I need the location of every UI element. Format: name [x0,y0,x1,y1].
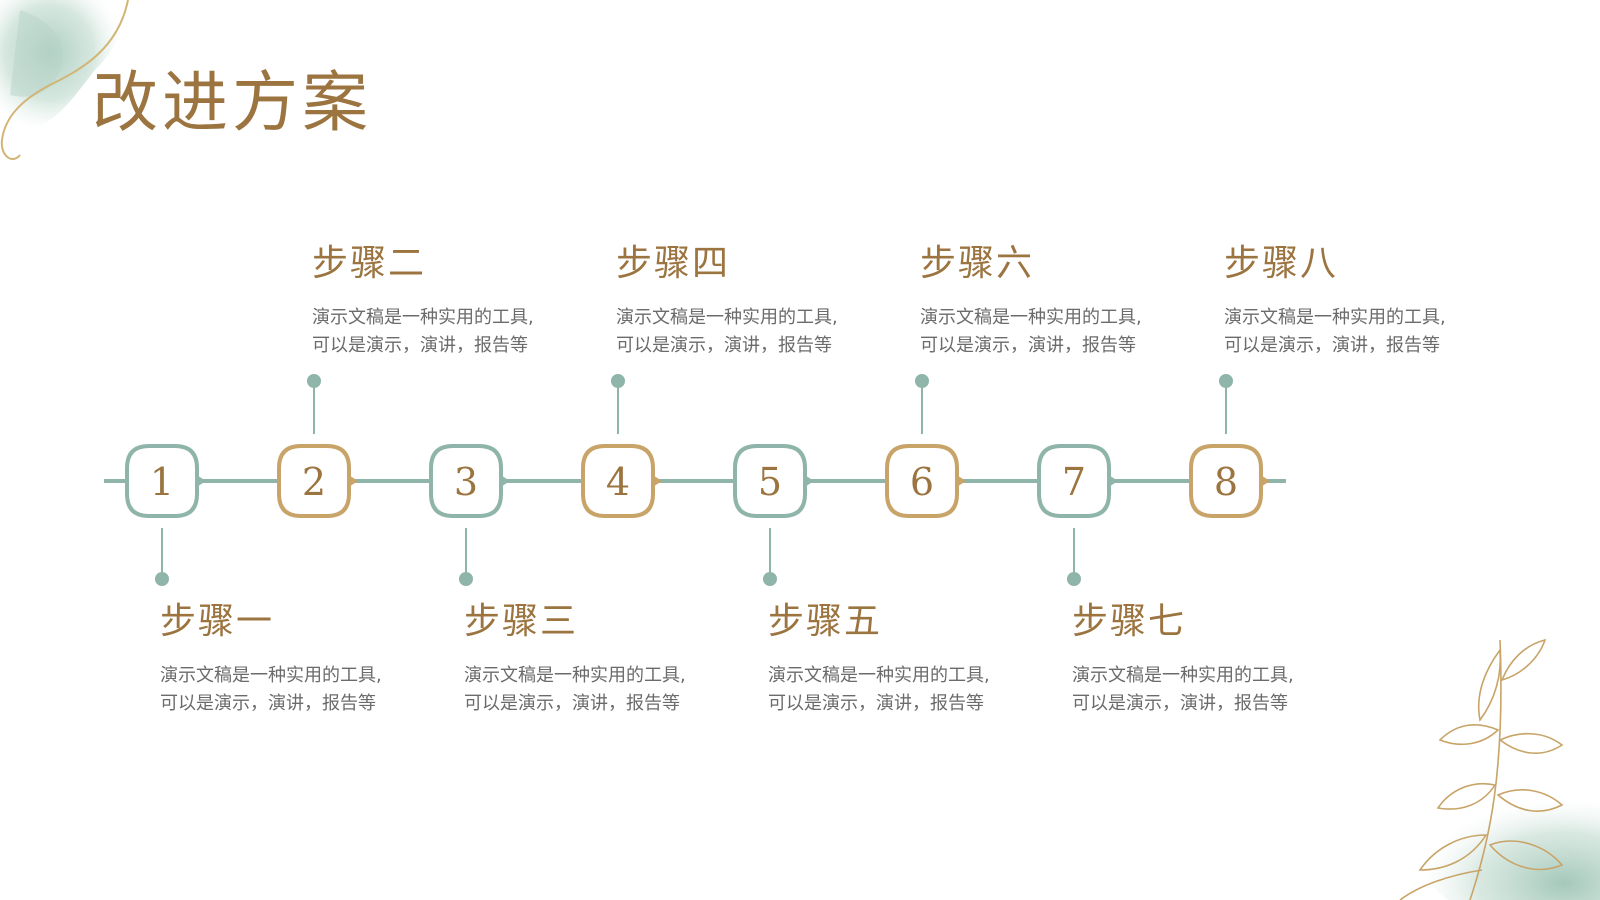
step-title: 步骤四 [616,243,731,284]
step-node-2: 2 [277,374,358,518]
step-node-8: 8 [1189,374,1270,518]
step-dot [915,374,929,388]
step-title: 步骤五 [768,601,883,642]
page-title: 改进方案 [92,64,372,141]
step-description-line: 可以是演示，演讲，报告等 [1224,335,1440,356]
step-description: 演示文稿是一种实用的工具, 可以是演示，演讲，报告等 [160,662,440,718]
step-node-5: 5 [733,444,814,586]
step-description: 演示文稿是一种实用的工具, 可以是演示，演讲，报告等 [768,662,1048,718]
step-dot [459,572,473,586]
step-node-6: 6 [885,374,966,518]
step-description-line: 可以是演示，演讲，报告等 [312,335,528,356]
step-title: 步骤三 [464,601,579,642]
step-number: 5 [758,460,782,504]
step-block-3: 步骤三演示文稿是一种实用的工具, 可以是演示，演讲，报告等 [464,604,744,718]
step-description-line: 演示文稿是一种实用的工具, [920,307,1142,328]
step-description: 演示文稿是一种实用的工具, 可以是演示，演讲，报告等 [464,662,744,718]
step-description-line: 演示文稿是一种实用的工具, [1072,665,1294,686]
step-description: 演示文稿是一种实用的工具, 可以是演示，演讲，报告等 [616,304,896,360]
step-number: 8 [1214,460,1238,504]
step-badge [581,444,655,518]
step-number: 4 [606,460,630,504]
step-badge [125,444,199,518]
step-badge [733,444,807,518]
step-dot [155,572,169,586]
step-block-5: 步骤五演示文稿是一种实用的工具, 可以是演示，演讲，报告等 [768,604,1048,718]
step-description-line: 演示文稿是一种实用的工具, [1224,307,1446,328]
step-badge [429,444,503,518]
step-title: 步骤八 [1224,243,1339,284]
step-description-line: 可以是演示，演讲，报告等 [1072,693,1288,714]
step-description-line: 演示文稿是一种实用的工具, [616,307,838,328]
step-title: 步骤七 [1072,601,1187,642]
step-block-1: 步骤一演示文稿是一种实用的工具, 可以是演示，演讲，报告等 [160,604,440,718]
step-block-4: 步骤四演示文稿是一种实用的工具, 可以是演示，演讲，报告等 [616,246,896,360]
step-dot [1067,572,1081,586]
watercolor-decoration-top-left [0,0,129,160]
step-description-line: 可以是演示，演讲，报告等 [464,693,680,714]
step-title: 步骤六 [920,243,1035,284]
step-block-6: 步骤六演示文稿是一种实用的工具, 可以是演示，演讲，报告等 [920,246,1200,360]
step-title: 步骤一 [160,601,275,642]
step-badge [1189,444,1263,518]
step-description-line: 演示文稿是一种实用的工具, [464,665,686,686]
step-number: 7 [1062,460,1086,504]
step-node-1: 1 [125,444,206,586]
step-block-7: 步骤七演示文稿是一种实用的工具, 可以是演示，演讲，报告等 [1072,604,1352,718]
step-dot [611,374,625,388]
step-number: 3 [454,460,478,504]
step-description-line: 演示文稿是一种实用的工具, [768,665,990,686]
step-description-line: 演示文稿是一种实用的工具, [160,665,382,686]
step-description-line: 演示文稿是一种实用的工具, [312,307,534,328]
step-number: 6 [910,460,934,504]
step-description-line: 可以是演示，演讲，报告等 [768,693,984,714]
step-number: 2 [302,460,326,504]
step-node-4: 4 [581,374,662,518]
step-description: 演示文稿是一种实用的工具, 可以是演示，演讲，报告等 [1224,304,1504,360]
step-block-2: 步骤二演示文稿是一种实用的工具, 可以是演示，演讲，报告等 [312,246,592,360]
step-description-line: 可以是演示，演讲，报告等 [616,335,832,356]
step-node-3: 3 [429,444,510,586]
step-badge [885,444,959,518]
step-title: 步骤二 [312,243,427,284]
step-description: 演示文稿是一种实用的工具, 可以是演示，演讲，报告等 [920,304,1200,360]
step-description: 演示文稿是一种实用的工具, 可以是演示，演讲，报告等 [1072,662,1352,718]
step-block-8: 步骤八演示文稿是一种实用的工具, 可以是演示，演讲，报告等 [1224,246,1504,360]
step-number: 1 [150,460,174,504]
step-description-line: 可以是演示，演讲，报告等 [160,693,376,714]
step-dot [307,374,321,388]
step-badge [277,444,351,518]
step-dot [763,572,777,586]
step-description-line: 可以是演示，演讲，报告等 [920,335,1136,356]
step-badge [1037,444,1111,518]
leaf-decoration-bottom-right [1399,638,1600,900]
step-description: 演示文稿是一种实用的工具, 可以是演示，演讲，报告等 [312,304,592,360]
step-node-7: 7 [1037,444,1118,586]
step-dot [1219,374,1233,388]
